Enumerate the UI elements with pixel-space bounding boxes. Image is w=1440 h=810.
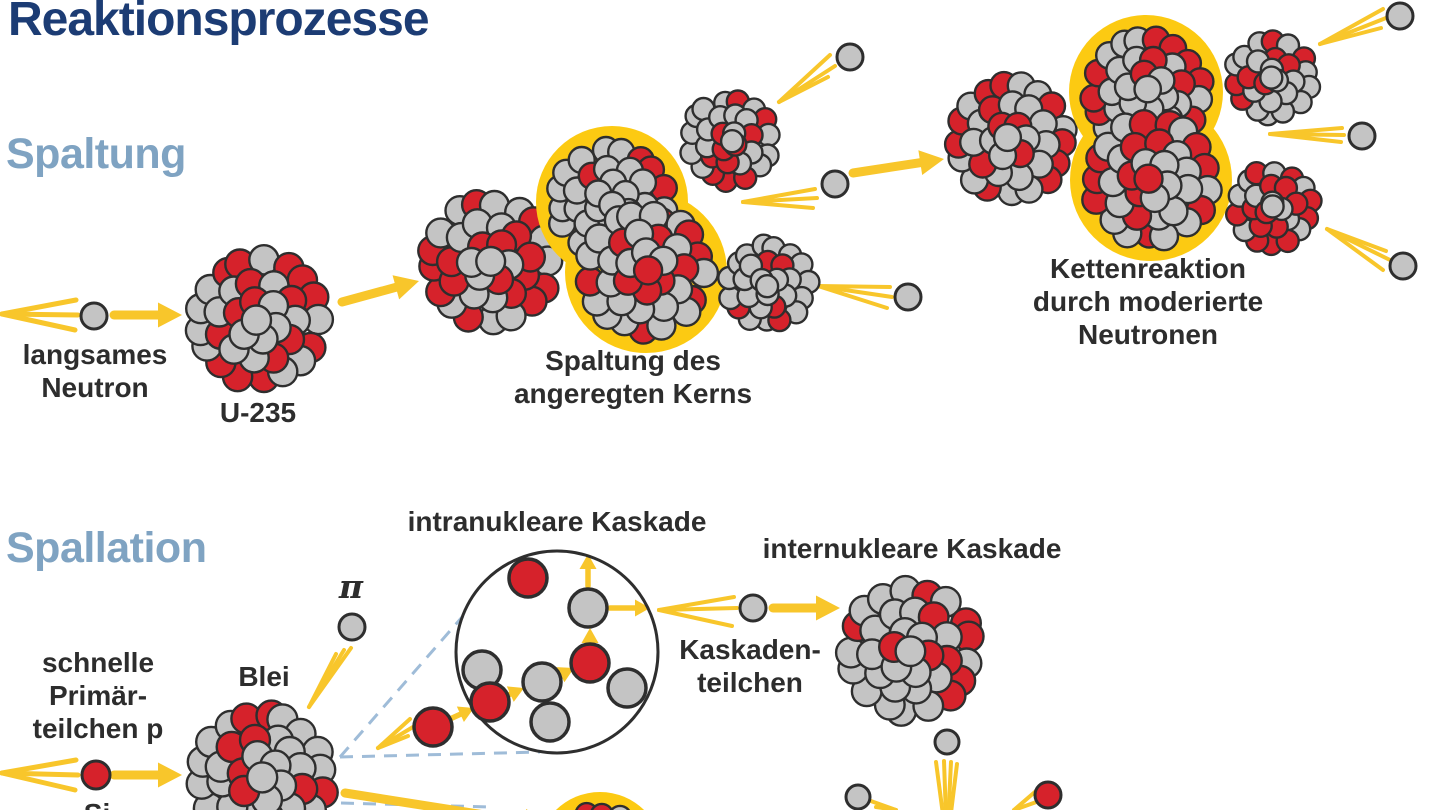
label-pion: π	[338, 567, 364, 606]
evap-neutron-left	[844, 783, 872, 810]
nucleus-chain-fragment-top	[1224, 29, 1322, 127]
pion	[337, 612, 367, 642]
nucleus-chain-fragment-bottom	[1224, 160, 1323, 257]
arrow-cascade-3	[581, 628, 599, 646]
cascade-ball-2	[567, 587, 609, 629]
label-intranuclear-cascade: intranukleare Kaskade	[407, 506, 707, 537]
nucleus-chain-excited	[1069, 15, 1232, 261]
proton-primary	[80, 759, 112, 791]
tail-neutron-top	[777, 53, 837, 104]
cascade-particle	[738, 593, 768, 623]
nucleus-mid-fragment-right	[717, 233, 821, 333]
tail-evap-left	[866, 798, 898, 810]
tail-proton	[0, 757, 81, 793]
label-bottom-partial: Si	[84, 797, 110, 810]
arrow-cascade-up	[579, 554, 597, 589]
label-u235: U-235	[219, 397, 297, 428]
tail-neutron-chain-mid	[1268, 126, 1346, 144]
cascade-proton-in	[412, 706, 454, 748]
cascade-ball-1	[507, 557, 549, 599]
arrow-neutron-to-chain	[848, 150, 944, 178]
label-blei: Blei	[238, 661, 290, 692]
cascade-ball-7	[606, 667, 648, 709]
page-title: Reaktionsprozesse	[8, 0, 430, 46]
tail-neutron-frag-right	[816, 284, 894, 310]
slow-neutron	[79, 301, 109, 331]
evap-neutron-up	[933, 728, 961, 756]
tail-neutron-chain-bottom	[1325, 227, 1392, 272]
cascade-ball-6	[469, 681, 511, 723]
nucleus-blei	[185, 699, 339, 810]
arrow-u235-to-excited	[337, 275, 419, 307]
intranuclear-cascade-circle	[454, 549, 660, 755]
cascade-ball-3	[569, 642, 611, 684]
tail-cascade-out	[657, 595, 739, 628]
evap-proton-right	[1033, 780, 1063, 810]
nucleus-u235	[184, 243, 335, 394]
cascade-ball-4	[521, 661, 563, 703]
nucleus-bottom-excited	[555, 792, 645, 810]
nucleus-mid-excited	[536, 126, 727, 353]
label-cascade-particles: Kaskaden- teilchen	[679, 634, 821, 698]
dash-magnify-upper	[338, 615, 465, 758]
tail-neutron-chain-top	[1318, 7, 1388, 46]
tail-slow-neutron	[0, 297, 81, 333]
arrow-cascade-in	[447, 706, 474, 722]
neutron-chain-bottom	[1388, 251, 1418, 281]
arrow-proton	[109, 762, 182, 788]
label-excited-fission: Spaltung des angeregten Kerns	[513, 345, 753, 409]
nucleus-chain-left	[943, 70, 1078, 207]
neutron-frag-right	[893, 282, 923, 312]
cascade-ball-8	[529, 701, 571, 743]
arrow-cascade-to-nucleus	[768, 595, 840, 621]
tail-cascade-in	[376, 717, 415, 750]
arrow-cascade-right	[607, 599, 650, 617]
label-chain-reaction: Kettenreaktion durch moderierte Neutrone…	[1032, 253, 1264, 350]
nucleus-internuclear	[834, 574, 985, 727]
nucleus-mid-fragment-top	[679, 89, 781, 194]
tail-neutron-mid	[741, 187, 819, 210]
arrow-blei-to-bottom	[340, 788, 528, 810]
section-heading-fission: Spaltung	[6, 130, 186, 178]
section-heading-spallation: Spallation	[6, 524, 207, 572]
label-internuclear-cascade: internukleare Kaskade	[762, 533, 1062, 564]
tail-evap-up	[934, 759, 959, 810]
dash-magnify-lower	[339, 750, 541, 759]
label-slow-neutron: langsames Neutron	[22, 339, 168, 403]
neutron-mid	[820, 169, 850, 199]
neutron-chain-mid	[1347, 121, 1377, 151]
label-primary-particles: schnelle Primär- teilchen p	[32, 647, 164, 744]
arrow-slow-neutron	[109, 302, 182, 328]
tail-pion	[307, 646, 353, 709]
neutron-chain-top	[1385, 1, 1415, 31]
neutron-top	[835, 42, 865, 72]
